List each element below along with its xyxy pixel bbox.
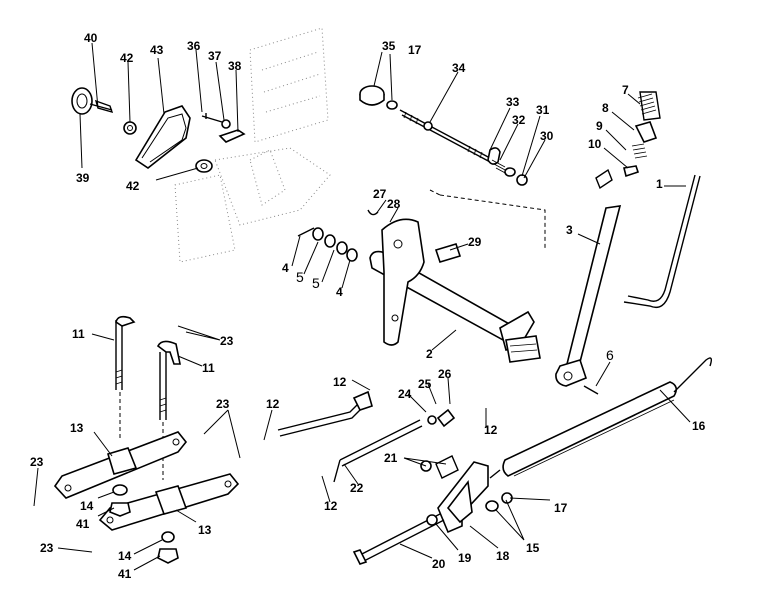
callout-37: 37 <box>208 49 222 63</box>
callout-41-top: 41 <box>76 517 90 531</box>
lift-lever-assembly <box>555 91 701 395</box>
callout-4-left: 4 <box>282 261 289 275</box>
callout-17-top: 17 <box>408 43 422 57</box>
callout-32: 32 <box>512 113 526 127</box>
mounting-plate <box>174 27 331 263</box>
callout-12-right: 12 <box>484 423 498 437</box>
leader-lines <box>33 42 691 571</box>
callout-42-lower: 42 <box>126 179 140 193</box>
spring-rod-assembly <box>359 85 528 186</box>
callout-18: 18 <box>496 549 510 563</box>
callout-5-right: 5 <box>312 275 320 291</box>
callout-23-top: 23 <box>220 334 234 348</box>
callout-31: 31 <box>536 103 550 117</box>
callout-1: 1 <box>656 177 663 191</box>
callout-21: 21 <box>384 451 398 465</box>
callout-25: 25 <box>418 377 432 391</box>
callout-36: 36 <box>187 39 201 53</box>
callout-26: 26 <box>438 367 452 381</box>
callout-12-bottom: 12 <box>324 499 338 513</box>
callout-15: 15 <box>526 541 540 555</box>
callout-11-right: 11 <box>202 361 215 375</box>
callout-23-bottom: 23 <box>40 541 54 555</box>
callout-16: 16 <box>692 419 706 433</box>
callout-43: 43 <box>150 43 164 57</box>
callout-23-mid: 23 <box>216 397 230 411</box>
callout-40: 40 <box>84 31 98 45</box>
callout-13-top: 13 <box>70 421 84 435</box>
callout-14-bottom: 14 <box>118 549 132 563</box>
lift-links <box>53 315 240 564</box>
callout-17-bottom: 17 <box>554 501 568 515</box>
callout-9: 9 <box>596 119 603 133</box>
callout-labels: 40 42 43 36 37 38 39 42 35 17 34 33 32 3… <box>30 31 706 581</box>
lift-knob-assembly <box>71 87 246 173</box>
lower-linkage <box>277 357 713 565</box>
callout-5-left: 5 <box>296 269 304 285</box>
callout-42: 42 <box>120 51 134 65</box>
callout-33: 33 <box>506 95 520 109</box>
callout-34: 34 <box>452 61 466 75</box>
cross-shaft <box>367 189 546 363</box>
callout-2: 2 <box>426 347 433 361</box>
callout-30: 30 <box>540 129 554 143</box>
callout-13-bottom: 13 <box>198 523 212 537</box>
callout-41-bottom: 41 <box>118 567 132 581</box>
callout-23-left: 23 <box>30 455 44 469</box>
callout-4-right: 4 <box>336 285 343 299</box>
callout-11-left: 11 <box>72 327 85 341</box>
callout-7: 7 <box>622 83 629 97</box>
callout-35: 35 <box>382 39 396 53</box>
callout-6: 6 <box>606 347 614 363</box>
callout-14-top: 14 <box>80 499 94 513</box>
callout-20: 20 <box>432 557 446 571</box>
callout-28: 28 <box>387 197 401 211</box>
callout-19: 19 <box>458 551 472 565</box>
callout-29: 29 <box>468 235 482 249</box>
washer-set <box>297 227 358 262</box>
callout-10: 10 <box>588 137 602 151</box>
callout-3: 3 <box>566 223 573 237</box>
callout-8: 8 <box>602 101 609 115</box>
callout-24: 24 <box>398 387 412 401</box>
callout-27: 27 <box>373 187 387 201</box>
callout-38: 38 <box>228 59 242 73</box>
callout-12-top: 12 <box>333 375 347 389</box>
callout-22: 22 <box>350 481 364 495</box>
callout-12-mid: 12 <box>266 397 280 411</box>
callout-39: 39 <box>76 171 90 185</box>
